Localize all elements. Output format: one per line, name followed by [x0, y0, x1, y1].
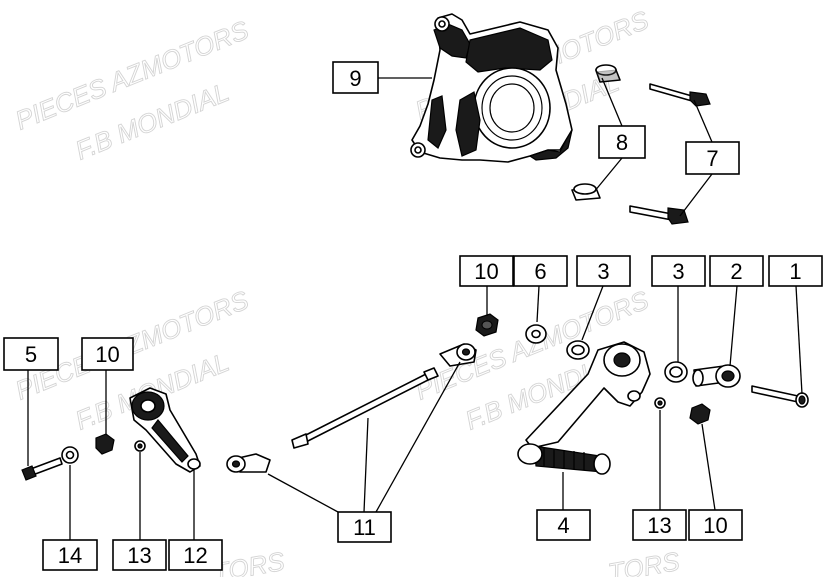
callout-11: 11 — [337, 511, 392, 543]
callout-3-right: 3 — [651, 255, 706, 287]
callout-label: 12 — [183, 543, 207, 568]
part-10-nut — [475, 313, 499, 337]
callout-label: 14 — [58, 543, 82, 568]
callout-label: 1 — [789, 259, 801, 284]
watermark-text: TORS — [606, 546, 683, 577]
part-14-washer — [61, 446, 79, 464]
part-7-bolt — [649, 83, 711, 107]
callout-9: 9 — [332, 61, 379, 94]
part-11-rod-end — [439, 343, 477, 367]
leader-lines — [27, 77, 803, 540]
part-12-lever-arm — [129, 387, 201, 473]
callout-1: 1 — [768, 255, 823, 287]
callout-label: 10 — [95, 342, 119, 367]
pedal-grip-ribs — [543, 448, 585, 470]
callout-13-left: 13 — [112, 539, 167, 571]
part-10-nut — [95, 433, 115, 455]
part-6-washer — [525, 324, 547, 344]
callout-10-top: 10 — [459, 255, 514, 287]
callout-label: 5 — [25, 342, 37, 367]
callout-14: 14 — [42, 539, 98, 571]
part-11-rod-end — [226, 453, 271, 473]
callout-3-left: 3 — [576, 255, 631, 287]
callout-label: 3 — [597, 259, 609, 284]
callout-label: 13 — [647, 513, 671, 538]
callout-7: 7 — [685, 141, 740, 175]
callout-label: 13 — [127, 543, 151, 568]
callout-label: 9 — [349, 66, 361, 91]
callout-label: 6 — [534, 259, 546, 284]
callout-label: 3 — [672, 259, 684, 284]
callout-label: 8 — [616, 130, 628, 155]
callout-label: 4 — [557, 513, 569, 538]
part-4-shift-pedal — [517, 341, 651, 475]
callout-label: 7 — [706, 146, 718, 171]
callout-5: 5 — [3, 337, 59, 371]
callout-label: 2 — [730, 259, 742, 284]
callout-10-left: 10 — [81, 337, 134, 371]
part-3-washer — [566, 340, 590, 360]
callout-label: 10 — [474, 259, 498, 284]
part-10-nut — [689, 403, 711, 425]
callout-4: 4 — [536, 509, 591, 541]
callout-13-right: 13 — [632, 509, 687, 541]
part-11-linkage-rod — [291, 367, 439, 449]
callout-label: 10 — [703, 513, 727, 538]
callout-10-right: 10 — [688, 509, 743, 541]
callout-6: 6 — [513, 255, 568, 287]
part-3-washer — [664, 361, 688, 383]
part-7-bolt — [629, 205, 689, 225]
callout-2: 2 — [709, 255, 764, 287]
part-2-pivot-bushing — [692, 364, 741, 388]
part-8-spacer — [571, 183, 601, 201]
part-13-washer — [134, 440, 146, 452]
callout-label: 11 — [353, 515, 376, 540]
callout-8: 8 — [598, 125, 646, 159]
callout-12: 12 — [168, 539, 223, 571]
part-8-spacer — [595, 64, 621, 83]
part-9-sprocket-cover — [410, 13, 573, 163]
part-1-bolt — [751, 385, 809, 408]
part-13-washer — [654, 397, 666, 409]
part-5-bolt — [21, 457, 63, 481]
